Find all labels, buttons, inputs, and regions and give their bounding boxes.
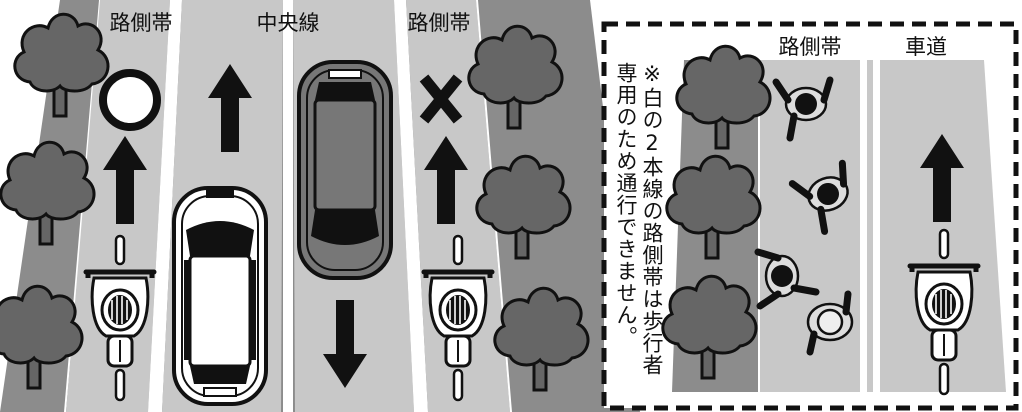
note-line-2: 専用のため通行できません。	[614, 62, 638, 348]
circle-mark-icon	[99, 69, 161, 131]
cross-mark-icon	[419, 74, 463, 124]
pedestrian-icon	[806, 290, 854, 356]
label-right-shoulder: 路側帯	[408, 11, 471, 35]
car-icon	[297, 60, 393, 280]
label-shoulder: 路側帯	[779, 35, 842, 59]
label-roadway: 車道	[905, 35, 947, 59]
label-center-line: 中央線	[257, 11, 320, 35]
car-icon	[172, 186, 268, 406]
note-line-1: ※白の2本線の路側帯は歩行者	[640, 62, 664, 376]
label-left-shoulder: 路側帯	[110, 11, 173, 35]
